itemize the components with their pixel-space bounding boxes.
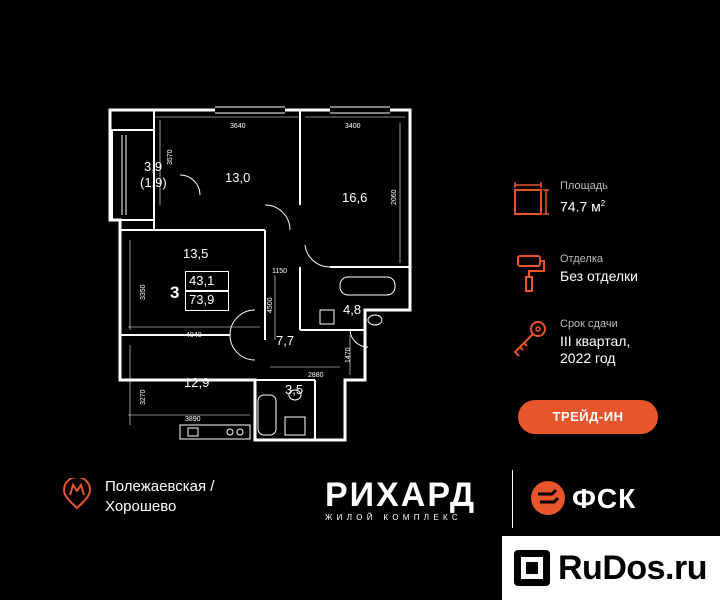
fsk-icon bbox=[531, 481, 565, 515]
room-area-bath: 4,8 bbox=[343, 302, 362, 317]
dim-2060: 2060 bbox=[391, 189, 398, 205]
room-count: 3 bbox=[170, 283, 180, 302]
finish-value: Без отделки bbox=[560, 268, 639, 284]
dim-1470: 1470 bbox=[345, 347, 352, 363]
dim-3890: 3890 bbox=[185, 416, 201, 423]
dim-3350: 3350 bbox=[140, 284, 147, 300]
room-area-balcony-sub: (1,9) bbox=[140, 175, 167, 190]
info-area-row: Площадь 74.7 м2 bbox=[510, 180, 710, 230]
room-area-hall: 7,7 bbox=[276, 333, 295, 348]
developer-name: ФСК bbox=[572, 483, 637, 514]
dim-3270: 3270 bbox=[140, 389, 147, 405]
dim-3400: 3400 bbox=[345, 123, 361, 130]
room-area-wc: 3,5 bbox=[285, 382, 304, 397]
trade-in-button[interactable]: ТРЕЙД-ИН bbox=[518, 400, 658, 434]
deadline-value-line2: 2022 год bbox=[560, 350, 616, 366]
metro-icon bbox=[62, 476, 92, 515]
room-area-bedroom1: 13,0 bbox=[225, 170, 251, 185]
watermark: RuDos.ru bbox=[502, 536, 720, 600]
deadline-label: Срок сдачи bbox=[560, 318, 618, 330]
dim-4040: 4040 bbox=[186, 332, 202, 339]
logo-separator bbox=[512, 470, 513, 528]
finish-label: Отделка bbox=[560, 253, 603, 265]
deadline-value-line1: III квартал, bbox=[560, 333, 631, 349]
dim-3640: 3640 bbox=[230, 123, 246, 130]
room-area-kitchen: 12,9 bbox=[184, 375, 210, 390]
brand-logo: РИХАРД ЖИЛОЙ КОМПЛЕКС bbox=[325, 478, 476, 522]
floor-plan: 3640 3400 3570 2060 1150 3350 4040 4500 … bbox=[100, 95, 440, 445]
area-summary-box: 43,1 73,9 bbox=[185, 271, 229, 311]
dim-1150: 1150 bbox=[272, 268, 287, 275]
room-area-bedroom2: 16,6 bbox=[342, 190, 368, 205]
floor-plan-drawing: 3640 3400 3570 2060 1150 3350 4040 4500 … bbox=[108, 106, 412, 442]
info-deadline-row: Срок сдачи III квартал, 2022 год bbox=[510, 318, 710, 368]
area-value-sup: 2 bbox=[600, 199, 606, 208]
dim-2880: 2880 bbox=[308, 372, 324, 379]
metro-line1: Полежаевская / bbox=[105, 478, 215, 495]
summary-divider bbox=[186, 290, 228, 292]
watermark-text: RuDos.ru bbox=[558, 549, 708, 587]
brand-subtitle: ЖИЛОЙ КОМПЛЕКС bbox=[325, 513, 462, 522]
watermark-icon bbox=[514, 550, 550, 586]
area-label: Площадь bbox=[560, 180, 608, 192]
metro-station: Полежаевская / Хорошево bbox=[105, 477, 214, 517]
dim-3570: 3570 bbox=[167, 149, 174, 165]
living-area-value: 43,1 bbox=[189, 273, 215, 288]
area-value-text: 74.7 м bbox=[560, 198, 601, 215]
brand-name: РИХАРД bbox=[325, 476, 477, 514]
area-value: 74.7 м2 bbox=[560, 195, 605, 216]
metro-line2: Хорошево bbox=[105, 498, 177, 515]
dim-4500: 4500 bbox=[267, 297, 274, 313]
key-icon bbox=[510, 318, 550, 358]
developer-logo: ФСК bbox=[530, 480, 635, 521]
area-icon bbox=[510, 180, 550, 220]
total-area-value: 73,9 bbox=[189, 292, 215, 307]
info-finish-row: Отделка Без отделки bbox=[510, 253, 710, 303]
room-area-balcony: 3,9 bbox=[144, 159, 163, 174]
paint-roller-icon bbox=[510, 253, 550, 293]
room-area-living: 13,5 bbox=[183, 246, 209, 261]
